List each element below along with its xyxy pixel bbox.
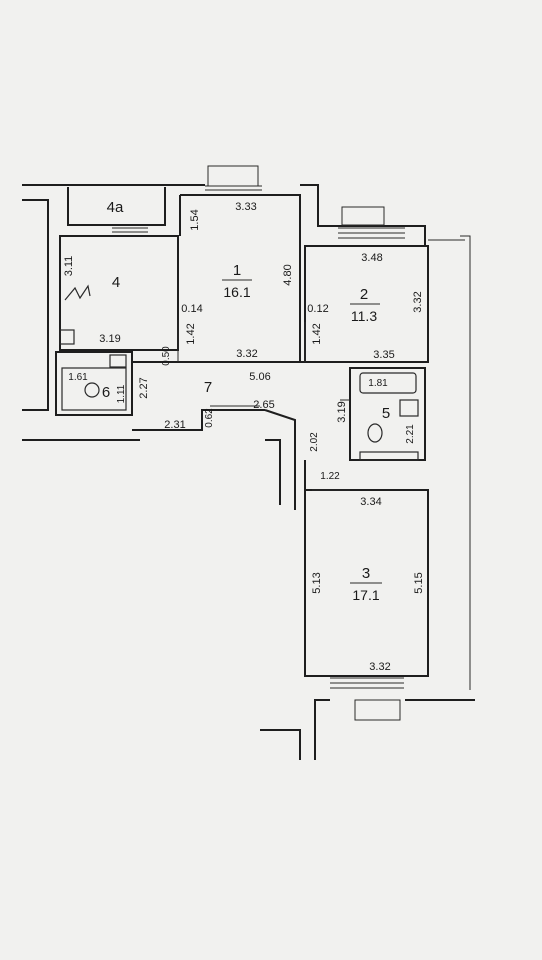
sink-5-icon xyxy=(399,399,419,417)
dimension-label: 2.31 xyxy=(164,419,185,431)
dimension-label: 1.22 xyxy=(320,471,340,482)
dimension-label: 0.12 xyxy=(307,303,328,315)
dimension-label: 3.32 xyxy=(369,661,390,673)
dimension-label: 1.54 xyxy=(189,209,201,230)
stove-icon xyxy=(59,329,75,345)
dimension-label: 5.15 xyxy=(413,572,425,593)
room-area: 16.1 xyxy=(223,284,250,300)
dimension-label: 3.32 xyxy=(412,291,424,312)
dimension-label: 3.34 xyxy=(360,496,381,508)
bathtub-icon xyxy=(61,367,127,411)
dimension-label: 3.33 xyxy=(235,201,256,213)
dimension-label: 2.02 xyxy=(309,432,320,452)
room-number: 4 xyxy=(112,274,120,291)
dimension-label: 2.27 xyxy=(138,377,150,398)
toilet-5-icon xyxy=(367,423,383,443)
shower-tray-icon xyxy=(359,451,419,461)
dimension-label: 2.65 xyxy=(253,399,274,411)
dimension-label: 2.21 xyxy=(405,424,416,444)
room-area: 17.1 xyxy=(352,587,379,603)
dimension-label: 5.13 xyxy=(311,572,323,593)
room-area: 11.3 xyxy=(351,308,377,324)
dimension-label: 4.80 xyxy=(282,264,294,285)
dimension-label: 0.50 xyxy=(161,346,172,366)
bathtub-5-icon xyxy=(359,372,417,394)
dimension-label: 1.42 xyxy=(311,323,323,344)
dimension-label: 0.14 xyxy=(181,303,202,315)
dimension-labels: 3.33 1.54 4.80 0.14 1.42 3.32 3.48 3.32 … xyxy=(63,201,425,673)
room-number: 1 xyxy=(233,262,241,279)
walls xyxy=(22,184,475,760)
room-number: 6 xyxy=(102,384,110,401)
toilet-icon xyxy=(84,382,100,398)
room-number: 3 xyxy=(362,565,370,582)
dimension-label: 3.11 xyxy=(63,256,75,277)
sink-icon xyxy=(109,354,127,368)
room-number: 5 xyxy=(382,405,390,422)
radiator-icon xyxy=(64,284,91,301)
windows xyxy=(112,165,405,721)
room-number: 4a xyxy=(107,199,124,216)
dimension-label: 3.19 xyxy=(336,401,348,422)
dimension-label: 1.81 xyxy=(368,378,388,389)
dimension-label: 3.35 xyxy=(373,349,394,361)
dimension-label: 1.42 xyxy=(185,323,197,344)
room-number: 2 xyxy=(360,286,368,303)
room-number: 7 xyxy=(204,379,212,396)
dimension-label: 1.11 xyxy=(116,384,127,403)
dimension-label: 3.48 xyxy=(361,252,382,264)
dimension-label: 3.19 xyxy=(99,333,120,345)
dimension-label: 3.32 xyxy=(236,348,257,360)
doors xyxy=(177,320,350,491)
room-labels: 4a 4 1 16.1 2 11.3 6 7 5 3 17.1 xyxy=(102,199,390,603)
dimension-label: 0.62 xyxy=(204,408,215,428)
dimension-label: 5.06 xyxy=(249,371,270,383)
dimension-label: 1.61 xyxy=(68,372,88,383)
fixtures xyxy=(59,284,419,461)
